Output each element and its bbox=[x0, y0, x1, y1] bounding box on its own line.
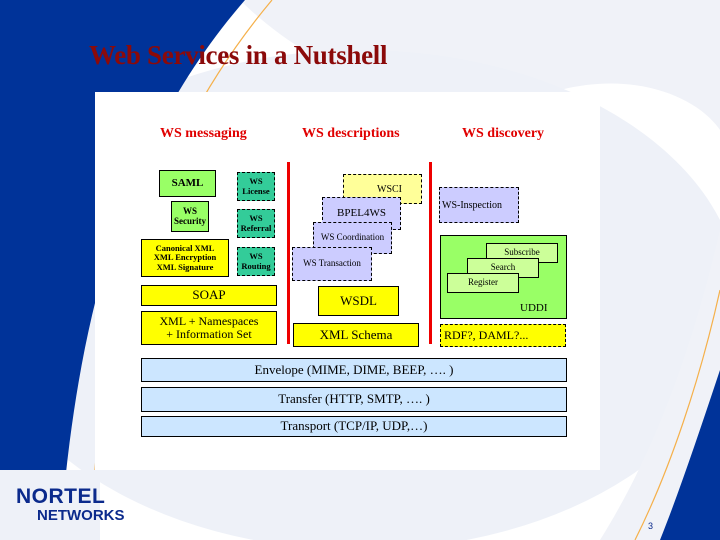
ws-referral-line2: Referral bbox=[240, 222, 272, 233]
xml-signature-label: XML Signature bbox=[156, 261, 214, 272]
ws-license-line2: License bbox=[242, 185, 270, 196]
column-divider-left bbox=[287, 162, 290, 344]
xml-encryption-label: XML Encryption bbox=[153, 252, 217, 263]
wsdl-label: WSDL bbox=[340, 292, 377, 308]
transfer-layer-label: Transfer (HTTP, SMTP, …. ) bbox=[278, 391, 430, 407]
register-box: Register bbox=[447, 273, 519, 293]
xml-namespaces-line1: XML + Namespaces bbox=[159, 313, 259, 328]
transfer-layer: Transfer (HTTP, SMTP, …. ) bbox=[141, 387, 567, 412]
envelope-layer: Envelope (MIME, DIME, BEEP, …. ) bbox=[141, 358, 567, 382]
soap-label: SOAP bbox=[192, 287, 226, 303]
xml-security-box: Canonical XML XML Encryption XML Signatu… bbox=[141, 239, 229, 277]
saml-box: SAML bbox=[159, 170, 216, 197]
ws-referral-line1: WS bbox=[249, 213, 263, 224]
envelope-layer-label: Envelope (MIME, DIME, BEEP, …. ) bbox=[254, 361, 454, 377]
rdf-daml-label: RDF?, DAML?... bbox=[444, 327, 529, 342]
subscribe-label: Subscribe bbox=[504, 247, 540, 258]
slide-title: Web Services in a Nutshell bbox=[89, 40, 388, 70]
column-header-messaging: WS messaging bbox=[160, 126, 247, 141]
rdf-daml-box: RDF?, DAML?... bbox=[440, 324, 566, 347]
ws-transaction-label: WS Transaction bbox=[303, 258, 361, 269]
right-blue-swoosh bbox=[660, 370, 720, 540]
left-blue-swoosh bbox=[0, 0, 245, 540]
transport-layer-label: Transport (TCP/IP, UDP,…) bbox=[280, 418, 428, 434]
ws-security-box: WS Security bbox=[171, 201, 209, 232]
ws-license-line1: WS bbox=[249, 176, 263, 187]
ws-transaction-box: WS Transaction bbox=[292, 247, 372, 281]
xml-namespaces-line2: + Information Set bbox=[166, 327, 252, 341]
wsci-label: WSCI bbox=[377, 183, 402, 195]
ws-coordination-label: WS Coordination bbox=[320, 232, 385, 243]
register-label: Register bbox=[468, 277, 498, 288]
column-divider-right bbox=[429, 162, 432, 344]
logo-line2: NETWORKS bbox=[37, 507, 125, 524]
search-label: Search bbox=[490, 262, 516, 273]
canonical-xml-label: Canonical XML bbox=[155, 242, 215, 253]
column-header-descriptions: WS descriptions bbox=[302, 126, 400, 141]
ws-routing-line2: Routing bbox=[241, 260, 271, 271]
wsdl-box: WSDL bbox=[318, 286, 399, 316]
uddi-label: UDDI bbox=[520, 302, 548, 314]
nortel-networks-logo: NORTEL NETWORKS bbox=[16, 486, 125, 523]
ws-referral-box: WS Referral bbox=[237, 209, 275, 238]
ws-security-line1: WS bbox=[182, 205, 197, 216]
ws-license-box: WS License bbox=[237, 172, 275, 201]
xml-schema-box: XML Schema bbox=[293, 323, 419, 347]
soap-box: SOAP bbox=[141, 285, 277, 306]
transport-layer: Transport (TCP/IP, UDP,…) bbox=[141, 416, 567, 437]
ws-inspection-label: WS-Inspection bbox=[442, 199, 502, 211]
ws-routing-box: WS Routing bbox=[237, 247, 275, 276]
logo-line1: NORTEL bbox=[16, 485, 106, 508]
xml-namespaces-box: XML + Namespaces + Information Set bbox=[141, 311, 277, 345]
bpel4ws-label: BPEL4WS bbox=[337, 207, 386, 220]
saml-label: SAML bbox=[171, 177, 204, 190]
page-number: 3 bbox=[648, 521, 654, 531]
ws-inspection-box: WS-Inspection bbox=[439, 187, 519, 223]
ws-routing-line1: WS bbox=[249, 251, 263, 262]
column-header-discovery: WS discovery bbox=[462, 126, 545, 141]
xml-schema-label: XML Schema bbox=[319, 326, 393, 342]
ws-security-line2: Security bbox=[174, 215, 206, 226]
